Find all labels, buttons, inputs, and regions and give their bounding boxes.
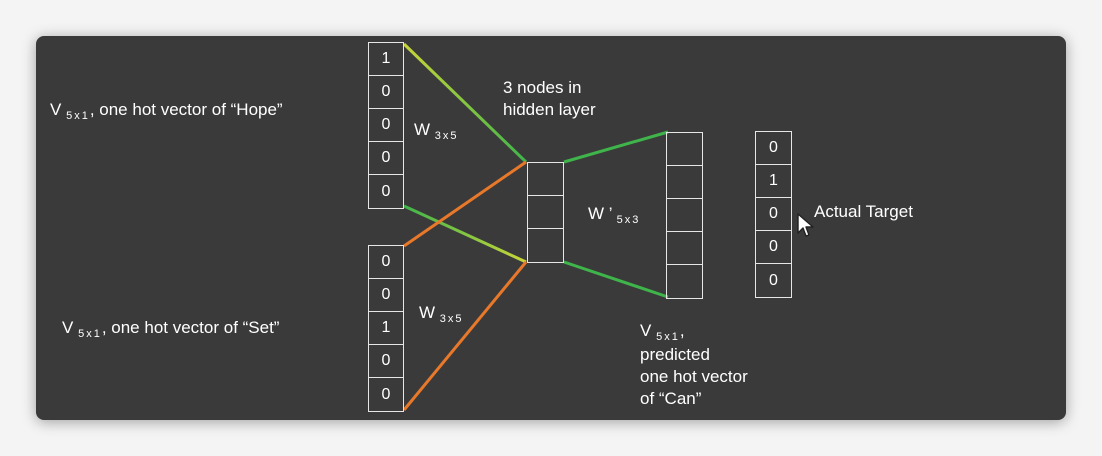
diagram-slide: 1 0 0 0 0 0 0 1 0 0 0 1 0 0 0 V 5x1, one… xyxy=(36,36,1066,420)
label-input-hope: V 5x1, one hot vector of “Hope” xyxy=(50,100,283,122)
edge-set-top xyxy=(403,160,527,248)
vector-cell: 0 xyxy=(756,132,791,165)
output-node xyxy=(667,265,702,298)
hidden-node xyxy=(528,196,563,229)
vector-cell: 0 xyxy=(369,142,403,175)
vector-cell: 0 xyxy=(369,76,403,109)
edge-output-bottom xyxy=(563,260,669,299)
vector-cell: 0 xyxy=(369,345,403,378)
output-vector xyxy=(666,132,703,299)
output-node xyxy=(667,133,702,166)
edge-output-top xyxy=(563,130,669,164)
label-hidden-layer: 3 nodes in hidden layer xyxy=(503,78,596,119)
label-w-bottom: W 3x5 xyxy=(419,303,464,325)
cursor-icon xyxy=(797,213,814,237)
hidden-node xyxy=(528,163,563,196)
vector-cell: 0 xyxy=(769,271,778,289)
hidden-node xyxy=(528,229,563,262)
hidden-layer-vector xyxy=(527,162,564,263)
label-w-top: W 3x5 xyxy=(414,120,459,142)
vector-cell: 0 xyxy=(756,198,791,231)
label-w-prime: W ’ 5x3 xyxy=(588,204,641,226)
vector-cell: 0 xyxy=(369,279,403,312)
vector-cell: 1 xyxy=(756,165,791,198)
vector-cell: 0 xyxy=(756,231,791,264)
edge-set-bottom xyxy=(402,261,528,411)
connection-lines xyxy=(402,42,669,411)
edge-hope-bottom xyxy=(403,204,527,264)
target-vector: 0 1 0 0 0 xyxy=(755,131,792,298)
vector-cell: 0 xyxy=(369,246,403,279)
vector-cell: 0 xyxy=(369,109,403,142)
label-actual-target: Actual Target xyxy=(814,202,913,221)
vector-cell: 0 xyxy=(381,385,391,403)
output-node xyxy=(667,199,702,232)
vector-cell: 1 xyxy=(369,312,403,345)
output-node xyxy=(667,166,702,199)
output-node xyxy=(667,232,702,265)
vector-cell: 1 xyxy=(369,43,403,76)
label-input-set: V 5x1, one hot vector of “Set” xyxy=(62,318,280,340)
input-vector-set: 0 0 1 0 0 xyxy=(368,245,404,412)
input-vector-hope: 1 0 0 0 0 xyxy=(368,42,404,209)
edge-hope-top xyxy=(402,42,528,164)
label-output-vector: V 5x1, predicted one hot vector of “Can” xyxy=(640,321,748,408)
vector-cell: 0 xyxy=(381,182,391,200)
